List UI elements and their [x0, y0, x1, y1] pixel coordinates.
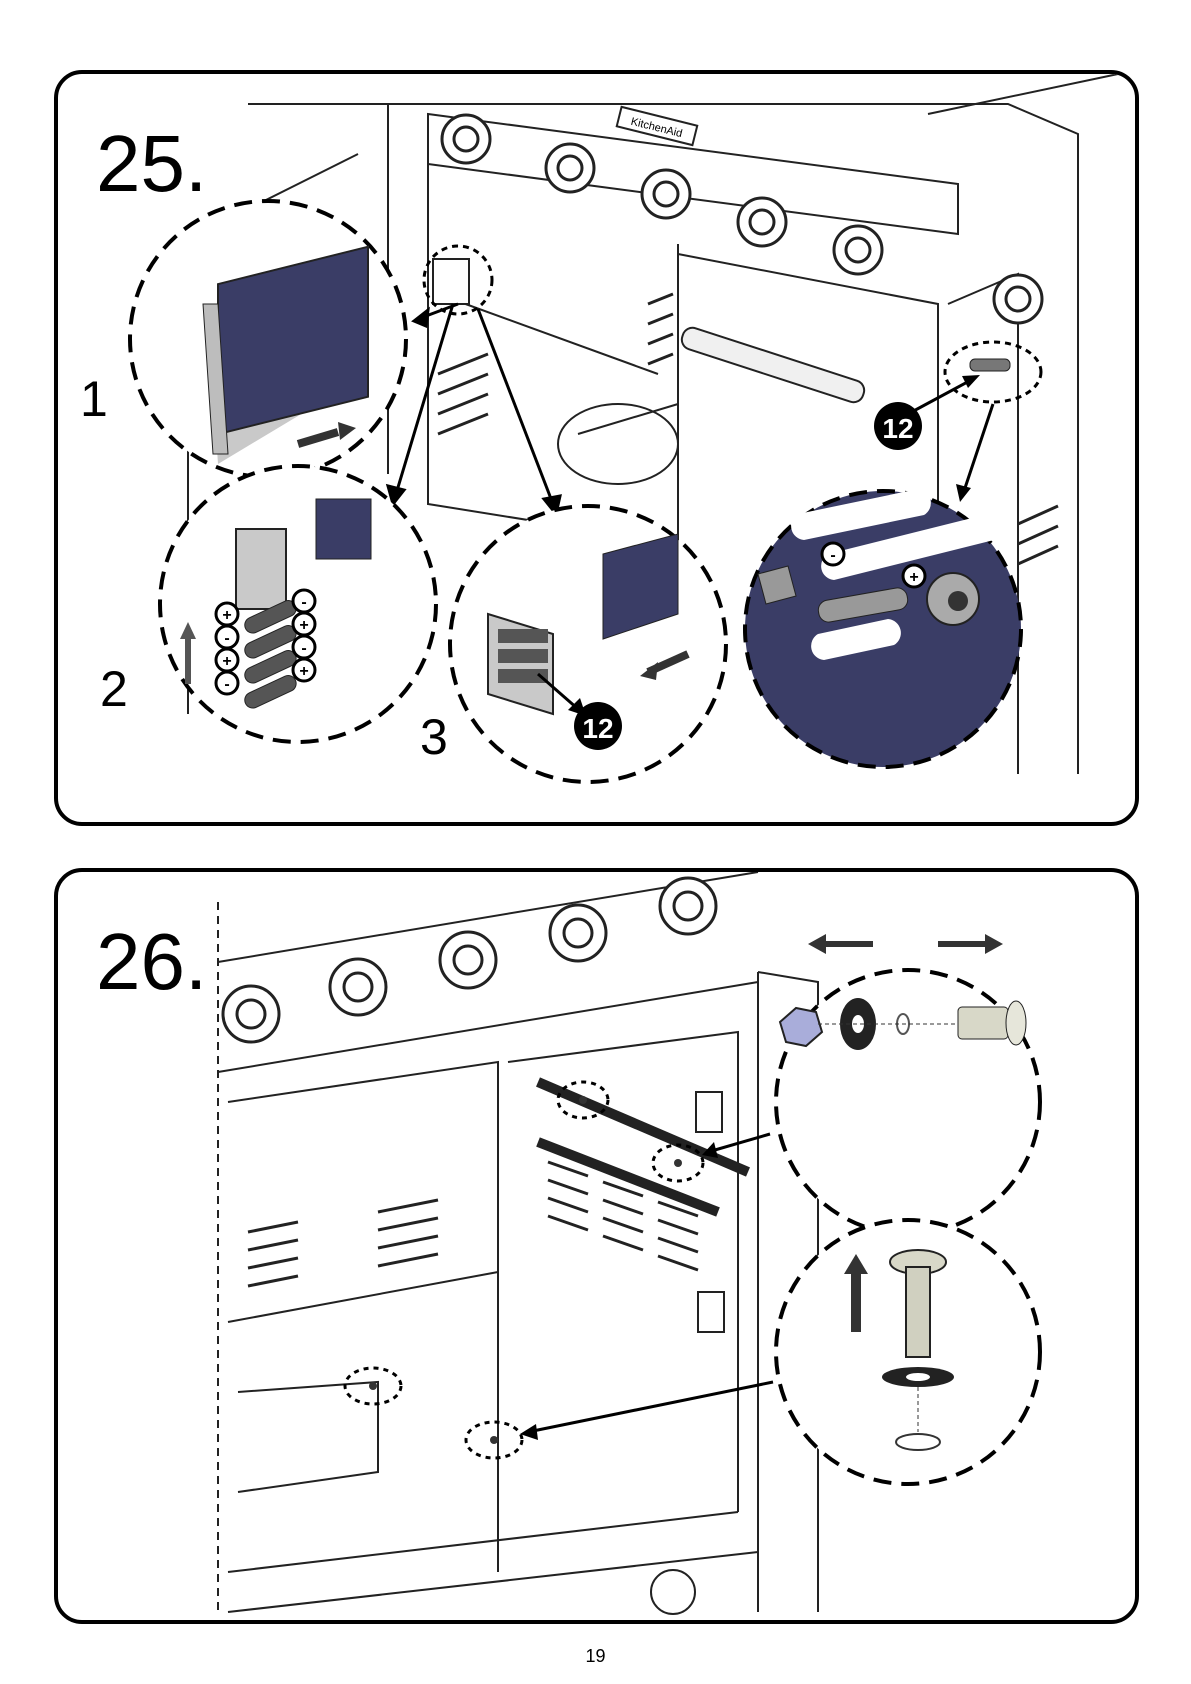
caster-wheel: [651, 1570, 695, 1614]
detail-hinge-hardware: [776, 934, 1040, 1234]
svg-text:-: -: [224, 630, 229, 647]
igniter-highlight: [945, 342, 1041, 402]
step-26-illustration: [58, 872, 1135, 1620]
svg-text:12: 12: [882, 413, 913, 444]
screw-hole: [896, 1434, 940, 1450]
page-number: 19: [0, 1646, 1191, 1667]
step-25-panel: 25.: [54, 70, 1139, 826]
upper-hinge: [696, 1092, 722, 1132]
bolt: [958, 1007, 1008, 1039]
part-badge-12-lower: 12: [574, 702, 622, 750]
sub-step-label-2: 2: [100, 664, 128, 714]
leader-arrow-bottom: [528, 1382, 773, 1432]
svg-text:12: 12: [582, 713, 613, 744]
svg-text:-: -: [224, 676, 229, 693]
step-25-illustration: KitchenAid: [58, 74, 1135, 822]
screw-highlights: [345, 1082, 703, 1458]
sub-step-label-1: 1: [80, 374, 108, 424]
ignition-box-location: [433, 259, 469, 304]
sub-step-label-3: 3: [420, 712, 448, 762]
control-knobs: [223, 878, 716, 1042]
svg-text:+: +: [909, 569, 918, 586]
svg-text:+: +: [299, 617, 308, 634]
svg-text:-: -: [301, 594, 306, 611]
detail-floor-screw: [776, 1220, 1040, 1484]
door-handle: [679, 325, 866, 405]
screw-body: [906, 1267, 930, 1357]
leader-arrows: [388, 304, 560, 514]
svg-text:+: +: [222, 607, 231, 624]
svg-text:-: -: [830, 547, 835, 564]
svg-text:+: +: [299, 663, 308, 680]
svg-text:+: +: [222, 653, 231, 670]
control-knobs: [442, 115, 1042, 323]
detail-2-battery-insertion: + - + - - + - +: [160, 466, 436, 742]
step-26-panel: 26.: [54, 868, 1139, 1624]
detail-4-igniter-cap: - +: [745, 489, 1021, 767]
grill-body: [218, 872, 818, 1612]
part-badge-12-upper: 12: [874, 375, 980, 450]
svg-text:-: -: [301, 640, 306, 657]
screw-dots: [369, 1096, 682, 1444]
detail-4-leader: [963, 404, 993, 494]
detail-1-ignition-module: [130, 201, 406, 477]
igniter-button: [970, 359, 1010, 371]
burner-outlet: [558, 404, 678, 484]
brand-plate: KitchenAid: [617, 107, 698, 145]
lower-hinge: [698, 1292, 724, 1332]
